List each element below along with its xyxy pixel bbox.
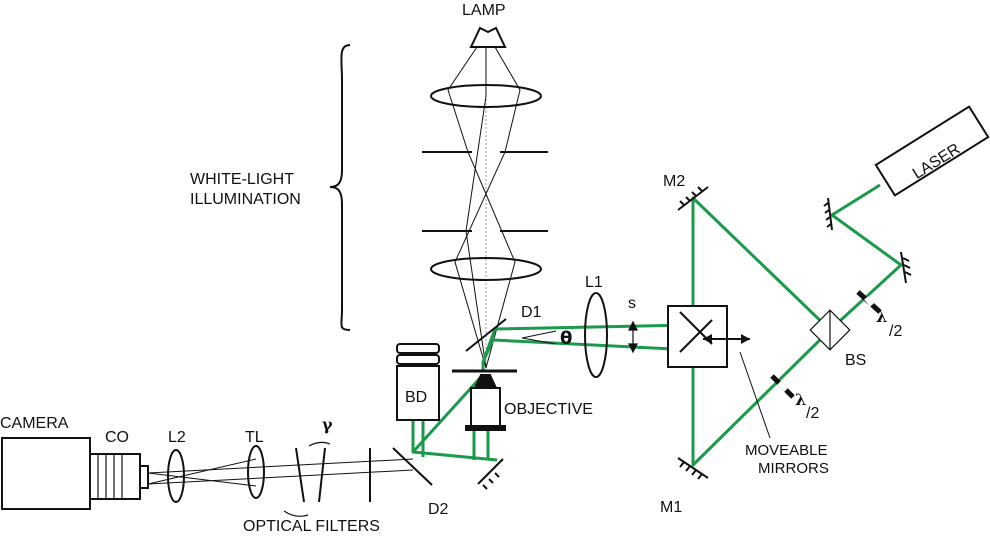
moveable-mirrors-box	[667, 305, 750, 368]
d1-label: D1	[521, 304, 542, 321]
mirrors-label: MIRRORS	[758, 460, 829, 477]
beam-dump	[396, 343, 440, 421]
condenser-lens	[430, 257, 542, 281]
objective	[465, 374, 506, 431]
optical-filters	[295, 447, 371, 503]
filter-rotation-arrows	[283, 441, 331, 517]
half-wave-1-denom: /2	[889, 323, 902, 340]
optical-filters-label: OPTICAL FILTERS	[243, 518, 380, 535]
lens-l1	[584, 292, 608, 378]
mirror-m1	[677, 457, 709, 480]
bd-label: BD	[405, 389, 427, 406]
s-label: s	[628, 295, 636, 312]
moveable-label: MOVEABLE	[745, 442, 828, 459]
white-light-label: WHITE-LIGHT	[190, 171, 294, 188]
steering-mirror-2	[900, 251, 912, 284]
laser-steering-mirror	[823, 197, 833, 231]
d2-label: D2	[428, 501, 449, 518]
moveable-mirrors-pointer	[739, 351, 771, 439]
lamp-icon	[469, 26, 507, 48]
bs-label: BS	[845, 352, 866, 369]
tl-label: TL	[245, 429, 264, 446]
half-wave-plate-2-gap	[777, 381, 788, 392]
half-wave-2-lambda: λ	[795, 390, 806, 409]
dichroic-d2	[392, 447, 433, 486]
beam-splitter	[809, 309, 851, 351]
m1-label: M1	[660, 499, 682, 516]
separation-arrow	[628, 320, 638, 354]
l2-label: L2	[168, 429, 186, 446]
l1-label: L1	[585, 274, 603, 291]
half-wave-plate-1-gap	[864, 296, 874, 307]
mirror-m2	[677, 186, 709, 211]
illumination-label: ILLUMINATION	[190, 191, 301, 208]
lens-tl	[247, 445, 265, 499]
theta-angle	[521, 330, 557, 345]
gamma-label: γ	[322, 415, 333, 434]
dichroic-d1	[465, 318, 507, 352]
camera-objective-lines	[97, 454, 123, 499]
co-label: CO	[105, 429, 129, 446]
illumination-brace	[329, 44, 351, 331]
objective-label: OBJECTIVE	[504, 401, 593, 418]
fold-mirror	[477, 458, 504, 490]
lamp-label: LAMP	[462, 2, 506, 19]
theta-label: θ	[560, 328, 572, 349]
lens-l2	[167, 449, 185, 503]
laser-box	[874, 105, 990, 197]
half-wave-2-denom: /2	[806, 405, 819, 422]
imaging-rays	[147, 458, 414, 487]
half-wave-1-lambda: λ	[876, 307, 887, 326]
camera	[1, 437, 149, 510]
m2-label: M2	[663, 173, 685, 190]
white-light-rays	[447, 46, 521, 369]
camera-label: CAMERA	[0, 415, 69, 432]
